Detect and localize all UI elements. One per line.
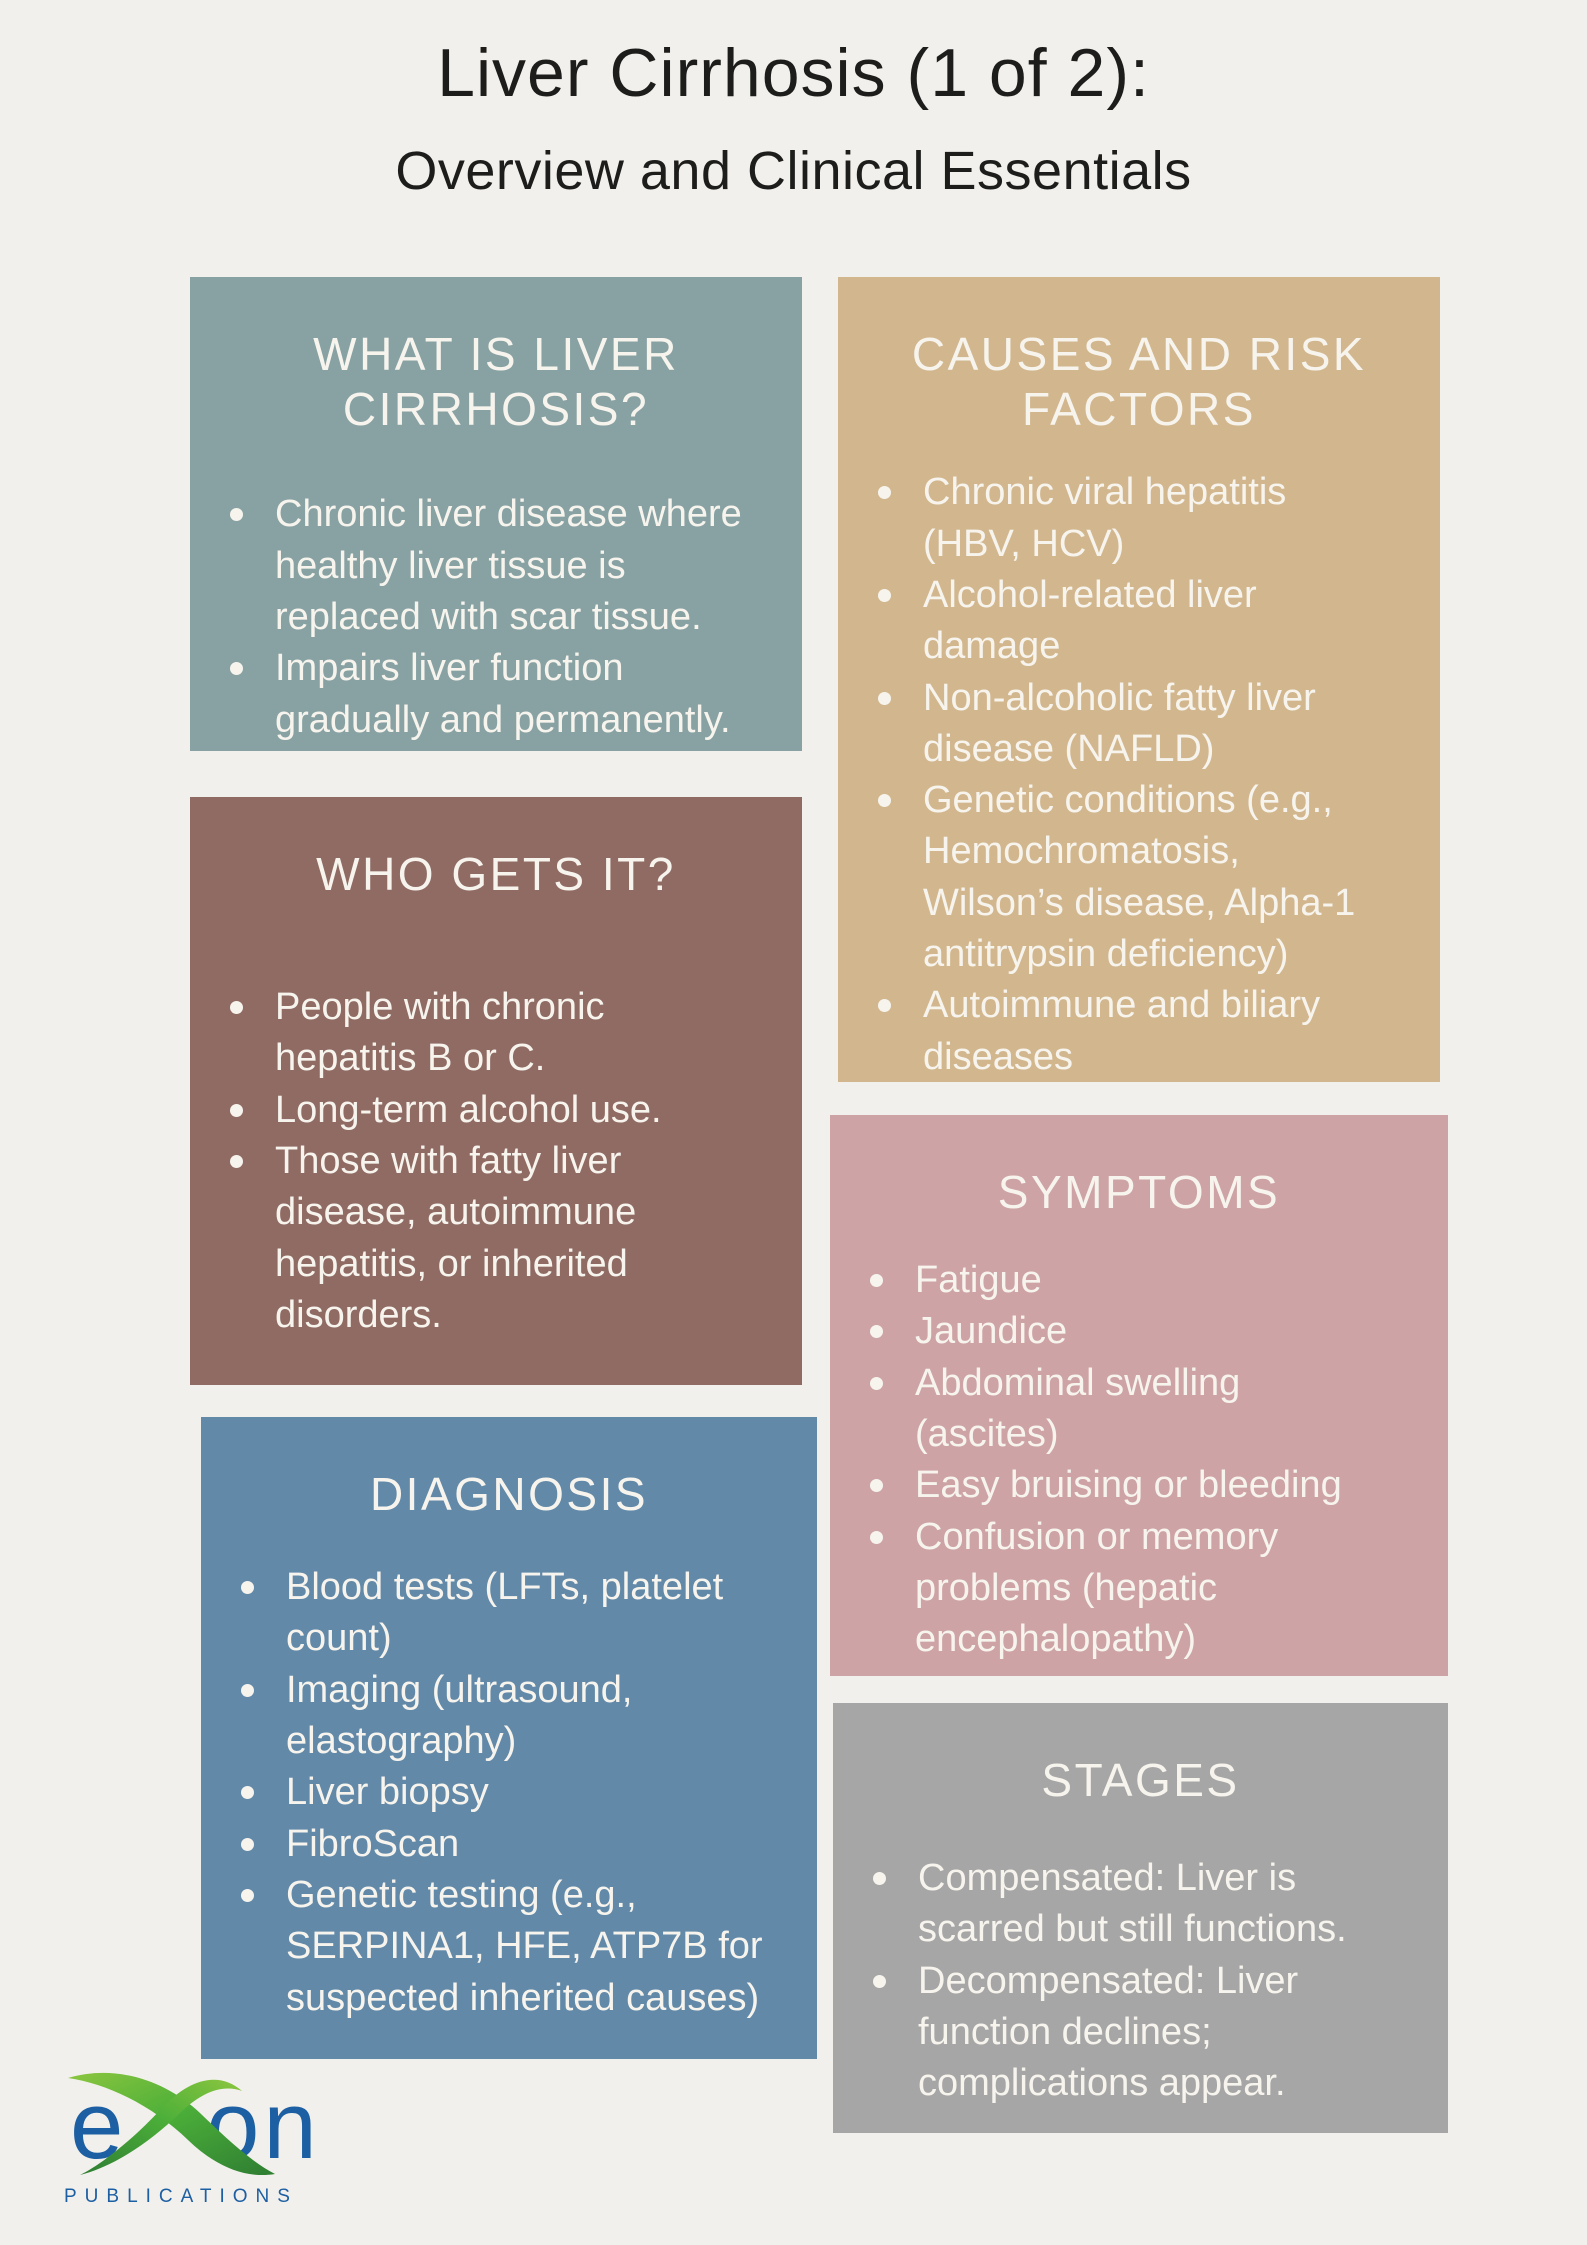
card-diagnosis: DIAGNOSIS Blood tests (LFTs, platelet co… bbox=[201, 1417, 817, 2059]
bullet-item: People with chronic hepatitis B or C. bbox=[220, 982, 772, 1085]
card-heading: WHAT IS LIVER CIRRHOSIS? bbox=[313, 328, 679, 436]
bullet-item: Those with fatty liver disease, autoimmu… bbox=[220, 1136, 772, 1341]
card-what-is-liver-cirrhosis: WHAT IS LIVER CIRRHOSIS? Chronic liver d… bbox=[190, 277, 802, 751]
card-heading: WHO GETS IT? bbox=[316, 848, 676, 900]
bullet-item: Fatigue bbox=[860, 1255, 1418, 1306]
bullet-item: Non-alcoholic fatty liver disease (NAFLD… bbox=[868, 673, 1410, 776]
bullet-item: Genetic testing (e.g., SERPINA1, HFE, AT… bbox=[231, 1870, 787, 2024]
bullet-item: Abdominal swelling (ascites) bbox=[860, 1358, 1418, 1461]
bullet-list: People with chronic hepatitis B or C.Lon… bbox=[220, 982, 772, 1341]
bullet-item: Blood tests (LFTs, platelet count) bbox=[231, 1562, 787, 1665]
bullet-list: Chronic liver disease where healthy live… bbox=[220, 489, 772, 745]
bullet-item: FibroScan bbox=[231, 1819, 787, 1870]
logo-publications-label: PUBLICATIONS bbox=[64, 2186, 298, 2207]
bullet-list: Blood tests (LFTs, platelet count)Imagin… bbox=[231, 1562, 787, 2024]
bullet-list: Compensated: Liver is scarred but still … bbox=[863, 1853, 1418, 2109]
exon-logo-graphic: e on bbox=[68, 2072, 317, 2179]
bullet-item: Liver biopsy bbox=[231, 1767, 787, 1818]
bullet-item: Jaundice bbox=[860, 1306, 1418, 1357]
card-heading: STAGES bbox=[1041, 1754, 1240, 1806]
bullet-item: Impairs liver function gradually and per… bbox=[220, 643, 772, 746]
card-heading: DIAGNOSIS bbox=[369, 1468, 649, 1520]
bullet-item: Easy bruising or bleeding bbox=[860, 1460, 1418, 1511]
bullet-item: Imaging (ultrasound, elastography) bbox=[231, 1665, 787, 1768]
card-causes-and-risk-factors: CAUSES AND RISK FACTORS Chronic viral he… bbox=[838, 277, 1440, 1082]
card-stages: STAGES Compensated: Liver is scarred but… bbox=[833, 1703, 1448, 2133]
logo-swoosh-slash-icon bbox=[80, 2079, 242, 2175]
bullet-item: Decompensated: Liver function declines; … bbox=[863, 1956, 1418, 2110]
bullet-list: Chronic viral hepatitis (HBV, HCV)Alcoho… bbox=[868, 467, 1410, 1083]
bullet-item: Chronic viral hepatitis (HBV, HCV) bbox=[868, 467, 1410, 570]
logo-swoosh-backslash-icon bbox=[68, 2072, 275, 2176]
card-who-gets-it: WHO GETS IT? People with chronic hepatit… bbox=[190, 797, 802, 1385]
exon-publications-logo: e on bbox=[60, 2058, 340, 2188]
page-title: Liver Cirrhosis (1 of 2): bbox=[437, 35, 1150, 111]
bullet-item: Autoimmune and biliary diseases bbox=[868, 980, 1410, 1083]
bullet-item: Alcohol-related liver damage bbox=[868, 570, 1410, 673]
infographic-title-block: Liver Cirrhosis (1 of 2): Overview and C… bbox=[0, 35, 1587, 202]
page-subtitle: Overview and Clinical Essentials bbox=[395, 141, 1192, 202]
bullet-item: Compensated: Liver is scarred but still … bbox=[863, 1853, 1418, 1956]
card-heading: SYMPTOMS bbox=[997, 1166, 1281, 1218]
bullet-item: Long-term alcohol use. bbox=[220, 1085, 772, 1136]
bullet-item: Genetic conditions (e.g., Hemochromatosi… bbox=[868, 775, 1410, 980]
bullet-item: Chronic liver disease where healthy live… bbox=[220, 489, 772, 643]
bullet-item: Confusion or memory problems (hepatic en… bbox=[860, 1512, 1418, 1666]
card-heading: CAUSES AND RISK FACTORS bbox=[911, 328, 1367, 436]
